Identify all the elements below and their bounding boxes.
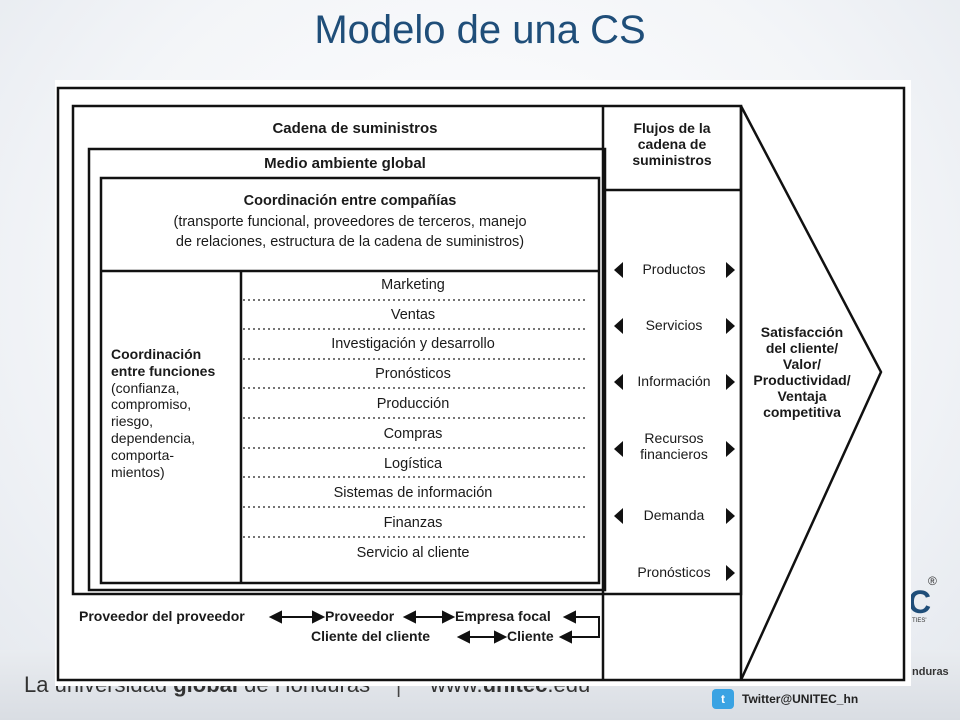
function-servicio: Servicio al cliente [356, 545, 470, 561]
supply-chain-label: Cadena de suministros [272, 120, 438, 137]
outcome-arrow [739, 105, 883, 681]
function-id: Investigación y desarrollo [331, 336, 495, 352]
flow-recursos: Recursos financieros [625, 430, 723, 462]
outcome-line: Ventaja [777, 388, 827, 405]
inter-function-line: dependencia, [111, 429, 196, 446]
outcome-label: Satisfacción del cliente/ Valor/ Product… [741, 324, 863, 421]
chain-supplier-of-supplier: Proveedor del proveedor [79, 608, 245, 624]
flow-left-arrow [614, 262, 623, 278]
outcome-line: Productividad/ [753, 372, 851, 389]
flow-right-arrow [726, 508, 735, 524]
footer-separator: | [396, 676, 402, 698]
function-compras: Compras [383, 426, 443, 442]
inter-company-detail-1: (transporte funcional, proveedores de te… [173, 214, 527, 230]
function-marketing: Marketing [381, 277, 445, 293]
outcome-line: competitiva [763, 404, 841, 421]
flow-right-arrow [726, 318, 735, 334]
companies-box [99, 176, 601, 585]
function-produccion: Producción [376, 396, 450, 412]
twitter-handle: Twitter@UNITEC_hn [742, 692, 859, 706]
flow-informacion: Información [637, 373, 711, 389]
twitter-link[interactable]: t Twitter@UNITEC_hn [712, 689, 858, 709]
chain-customer: Cliente [507, 628, 554, 644]
logo-registered: ® [928, 574, 937, 588]
flow-recursos-line: Recursos [644, 430, 704, 446]
inter-company-title: Coordinación entre compañías [243, 193, 457, 209]
inter-function-line: riesgo, [111, 413, 154, 430]
flows-title-line: Flujos de la [633, 120, 711, 136]
supply-chain-diagram: Cadena de suministros Medio ambiente glo… [55, 80, 911, 686]
chain-customer-of-customer: Cliente del cliente [311, 628, 431, 644]
global-env-box [87, 147, 607, 592]
flows-title: Flujos de la cadena de suministros [607, 120, 737, 168]
flow-left-arrow [614, 318, 623, 334]
chain-focal-company: Empresa focal [455, 608, 551, 624]
inter-function-line: comporta- [111, 446, 175, 463]
logo-subtext: TIES' [912, 618, 927, 624]
outer-border [56, 86, 906, 682]
twitter-icon: t [712, 689, 734, 709]
slide-title: Modelo de una CS [314, 8, 646, 52]
flow-servicios: Servicios [645, 317, 703, 333]
inter-function-line: compromiso, [111, 396, 192, 413]
outcome-line: Valor/ [782, 356, 822, 373]
global-env-label: Medio ambiente global [264, 155, 426, 172]
function-finanzas: Finanzas [383, 515, 443, 531]
flow-pronosticos: Pronósticos [637, 564, 711, 580]
chain-supplier: Proveedor [325, 608, 395, 624]
logo-place: nduras [912, 666, 949, 678]
outcome-line: Satisfacción [760, 324, 844, 340]
logo-fragment: C [908, 584, 932, 620]
flow-right-arrow [726, 374, 735, 390]
function-ventas: Ventas [390, 307, 436, 323]
inter-company-detail-2: de relaciones, estructura de la cadena d… [175, 234, 525, 250]
flow-right-arrow [726, 441, 735, 457]
inter-function-block: Coordinación entre funciones (confianza,… [111, 346, 241, 480]
flow-left-arrow [614, 508, 623, 524]
function-logistica: Logística [383, 456, 443, 472]
flows-title-line: suministros [632, 152, 712, 169]
flow-left-arrow [614, 441, 623, 457]
chain-arrows [268, 610, 600, 644]
inter-function-line: mientos) [111, 463, 165, 480]
inter-function-line: Coordinación [111, 346, 202, 362]
function-pronosticos: Pronósticos [375, 366, 451, 382]
flow-recursos-line: financieros [640, 446, 708, 463]
function-separators [243, 299, 585, 538]
inter-function-line: (confianza, [111, 379, 180, 396]
outcome-line: del cliente/ [765, 340, 839, 357]
flow-demanda: Demanda [643, 507, 705, 523]
flows-title-line: cadena de [637, 136, 707, 153]
flow-right-arrow [726, 262, 735, 278]
diagram-frame [56, 86, 906, 682]
flow-right-arrow [726, 565, 735, 581]
function-sistemas: Sistemas de información [333, 485, 493, 501]
inter-function-line: entre funciones [111, 362, 216, 379]
flow-left-arrow [614, 374, 623, 390]
flow-productos: Productos [642, 261, 706, 277]
